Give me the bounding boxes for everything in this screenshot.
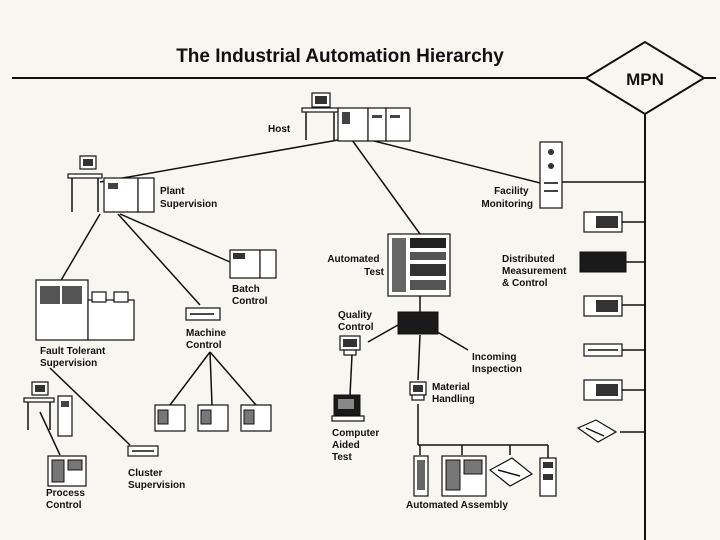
host-label: Host <box>268 124 291 135</box>
material-handling-terminal-icon <box>409 381 427 401</box>
batch-control-unit-icon <box>229 249 277 279</box>
machine-tools-icon <box>154 404 272 432</box>
quality-control-label: Quality Control <box>338 305 376 333</box>
mpn-diamond <box>584 40 706 116</box>
facility-monitoring-label: Facility Monitoring <box>481 181 533 210</box>
mpn-label: MPN <box>626 70 664 89</box>
batch-control-label: Batch Control <box>232 279 268 307</box>
cluster-supervision-label: Cluster Supervision <box>128 463 185 491</box>
incoming-inspection-label: Incoming Inspection <box>472 347 522 375</box>
computer-aided-test-icon <box>331 394 365 422</box>
computer-aided-test-label: Computer Aided Test <box>332 423 384 463</box>
machine-control-unit-icon <box>185 307 221 321</box>
automated-assembly-label: Automated Assembly <box>406 500 508 511</box>
fault-tolerant-workstation-icon <box>23 381 73 437</box>
automated-assembly-equipment-icon <box>413 455 557 497</box>
plant-supervision-label: Plant Supervision <box>160 181 217 210</box>
automated-test-label: Automated Test <box>327 249 384 278</box>
fault-tolerant-system-icon <box>35 279 135 341</box>
facility-monitoring-cabinet-icon <box>539 141 563 209</box>
fault-tolerant-supervision-label: Fault Tolerant Supervision <box>40 341 110 369</box>
material-handling-label: Material Handling <box>432 377 475 405</box>
process-control-label: Process Control <box>46 483 89 511</box>
process-control-unit-icon <box>47 455 87 487</box>
plant-supervision-computer-icon <box>67 155 155 213</box>
distributed-devices-icon <box>576 211 627 443</box>
automated-test-rack-icon <box>387 233 451 297</box>
quality-control-unit-icon <box>339 311 439 356</box>
distributed-measurement-label: Distributed Measurement & Control <box>502 249 571 289</box>
machine-control-label: Machine Control <box>186 323 230 351</box>
diagram-title: The Industrial Automation Hierarchy <box>176 46 504 67</box>
host-computer-icon <box>301 92 411 142</box>
connections <box>39 139 645 458</box>
cluster-supervision-unit-icon <box>127 445 159 457</box>
